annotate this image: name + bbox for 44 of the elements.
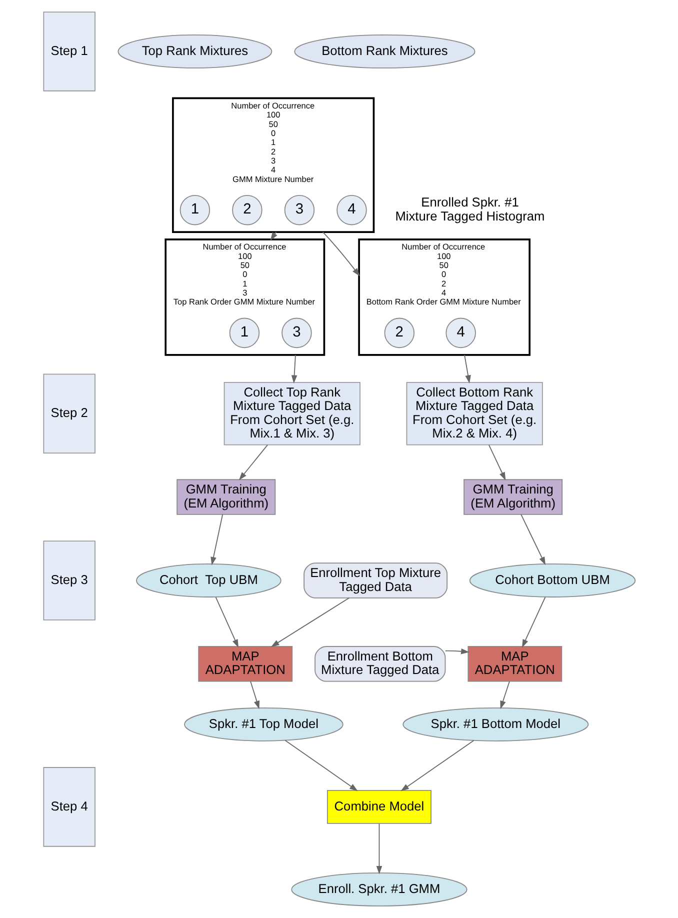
node-box: Collect Bottom Rank Mixture Tagged Data From Cohort Set (e.g. Mix.2 & Mix. 4) (406, 382, 542, 446)
node-box: MAP ADAPTATION (198, 646, 292, 682)
node-box: Step 4 (42, 767, 95, 847)
arrow (284, 740, 358, 792)
node-ellipse: Enroll. Spkr. #1 GMM (290, 872, 467, 906)
arrow (250, 681, 259, 710)
node-circle: 2 (384, 318, 414, 348)
node-circle: 3 (284, 194, 314, 226)
node-box: Combine Model (326, 790, 431, 824)
arrow (290, 354, 297, 384)
node-box: Step 2 (42, 374, 95, 454)
node-ellipse: Cohort Bottom UBM (468, 564, 636, 598)
arrow (210, 514, 223, 566)
node-ellipse: Bottom Rank Mixtures (294, 34, 475, 68)
node-box: Step 1 (42, 12, 95, 92)
node-box: GMM Training (EM Algorithm) (176, 479, 276, 515)
node-box: Step 3 (42, 540, 95, 620)
arrow (464, 354, 470, 384)
node-label: Enrolled Spkr. #1 Mixture Tagged Histogram (394, 194, 544, 224)
node-circle: 1 (179, 194, 210, 226)
node-ellipse: Spkr. #1 Top Model (184, 707, 343, 742)
arrow (500, 681, 510, 710)
arrow (444, 648, 469, 654)
node-circle: 4 (336, 194, 366, 226)
node-box: Enrollment Bottom Mixture Tagged Data (314, 646, 446, 682)
node-box: GMM Training (EM Algorithm) (463, 479, 562, 515)
node-box: MAP ADAPTATION (467, 646, 562, 682)
arrow (400, 740, 474, 792)
node-circle: 2 (232, 194, 262, 226)
arrow (238, 444, 268, 480)
node-box: Enrollment Top Mixture Tagged Data (303, 562, 448, 598)
node-box: Collect Top Rank Mixture Tagged Data From Cohort Set (e.g. Mix.1 & Mix. 3) (223, 382, 360, 446)
arrow (521, 596, 546, 648)
node-ellipse: Cohort Top UBM (136, 564, 281, 598)
node-circle: 3 (281, 318, 312, 348)
node-ellipse: Top Rank Mixtures (117, 34, 272, 68)
arrow (520, 514, 546, 566)
node-circle: 1 (228, 318, 260, 348)
arrow (270, 597, 350, 647)
arrow (214, 596, 238, 648)
node-circle: 4 (445, 318, 476, 348)
arrow (376, 823, 382, 874)
node-ellipse: Spkr. #1 Bottom Model (402, 707, 588, 742)
arrow (488, 444, 506, 480)
